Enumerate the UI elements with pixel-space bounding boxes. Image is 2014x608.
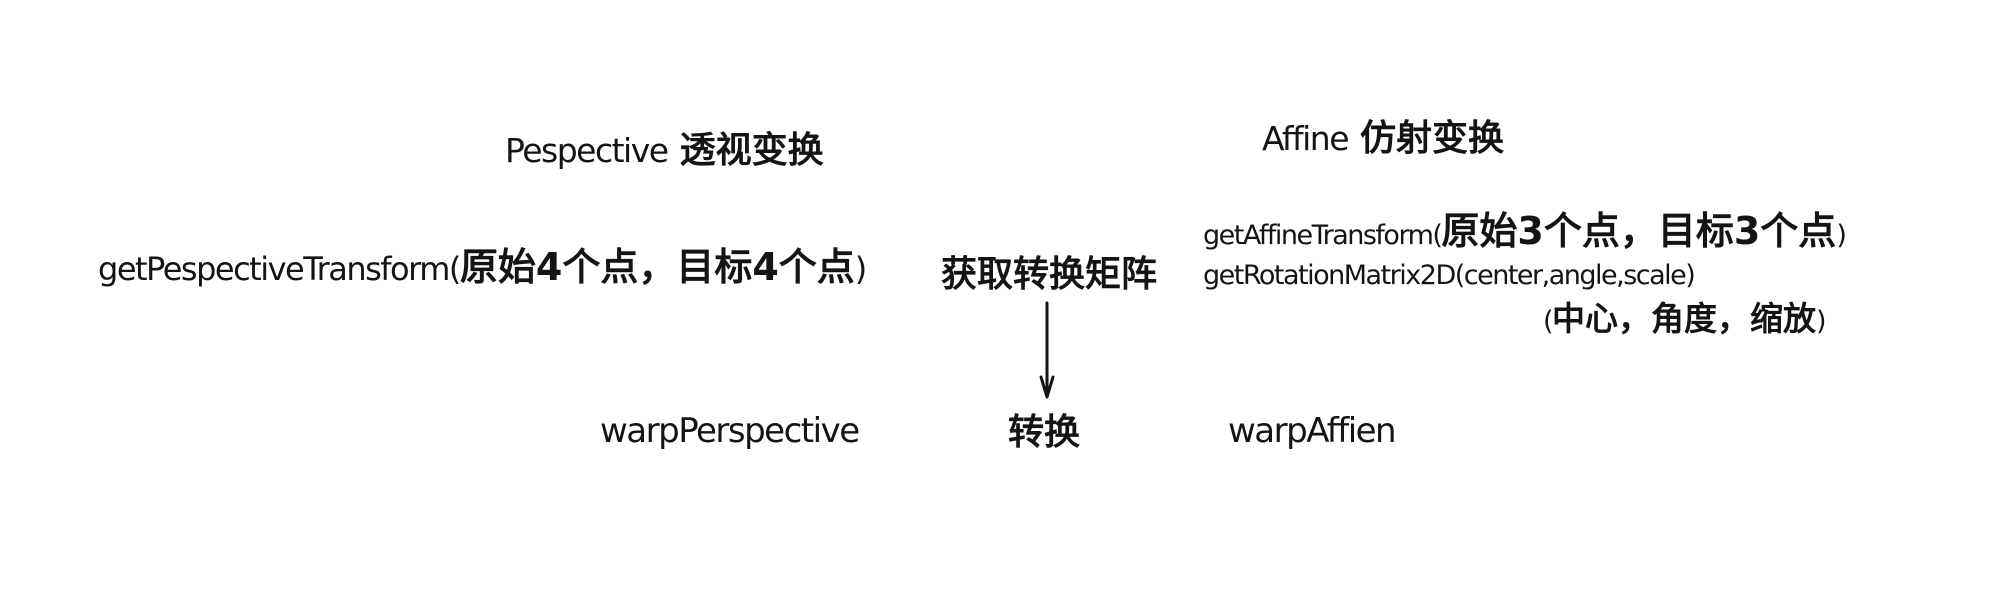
warp-perspective-label: warpPerspective — [600, 411, 860, 451]
perspective-warp-fn: warpPerspective — [600, 411, 860, 451]
rotation-args-zh: 中心，角度，缩放 — [1552, 299, 1817, 338]
affine-get-transform-line: getAffineTransform(原始3个点，目标3个点) — [1203, 209, 1847, 254]
warp-affine-label: warpAffien — [1228, 411, 1397, 451]
perspective-get-fn-args: 原始4个点，目标4个点 — [459, 245, 855, 289]
flow-arrow — [1035, 301, 1059, 401]
affine-title-en: Affine — [1262, 119, 1350, 158]
perspective-title: Pespective 透视变换 — [505, 130, 824, 171]
rotation-matrix-fn: getRotationMatrix2D(center,angle,scale) — [1203, 260, 1696, 291]
perspective-title-zh: 透视变换 — [679, 130, 824, 171]
perspective-get-transform-line: getPespectiveTransform(原始4个点，目标4个点) — [98, 245, 867, 290]
affine-rotation-matrix-line: getRotationMatrix2D(center,angle,scale) — [1203, 260, 1696, 291]
perspective-title-en: Pespective — [505, 131, 669, 170]
down-arrow-icon — [1039, 301, 1055, 399]
affine-title: Affine 仿射变换 — [1262, 118, 1504, 159]
transform-label-text: 转换 — [1008, 412, 1081, 453]
affine-get-fn-args: 原始3个点，目标3个点 — [1441, 209, 1837, 253]
get-matrix-step-label: 获取转换矩阵 — [941, 254, 1157, 295]
affine-get-fn-close-paren: ) — [1836, 220, 1847, 251]
transform-step-label: 转换 — [1008, 412, 1080, 453]
perspective-get-fn-close-paren: ) — [854, 250, 867, 288]
affine-warp-fn: warpAffien — [1228, 411, 1397, 451]
perspective-get-fn-name: getPespectiveTransform( — [98, 250, 461, 288]
rotation-args-close-paren: ) — [1816, 306, 1827, 337]
affine-rotation-args-line: (中心，角度，缩放) — [1543, 299, 1827, 338]
get-matrix-label-text: 获取转换矩阵 — [941, 254, 1158, 295]
affine-get-fn-name: getAffineTransform( — [1203, 220, 1443, 251]
affine-title-zh: 仿射变换 — [1360, 118, 1505, 159]
rotation-args-open-paren: ( — [1543, 306, 1554, 337]
